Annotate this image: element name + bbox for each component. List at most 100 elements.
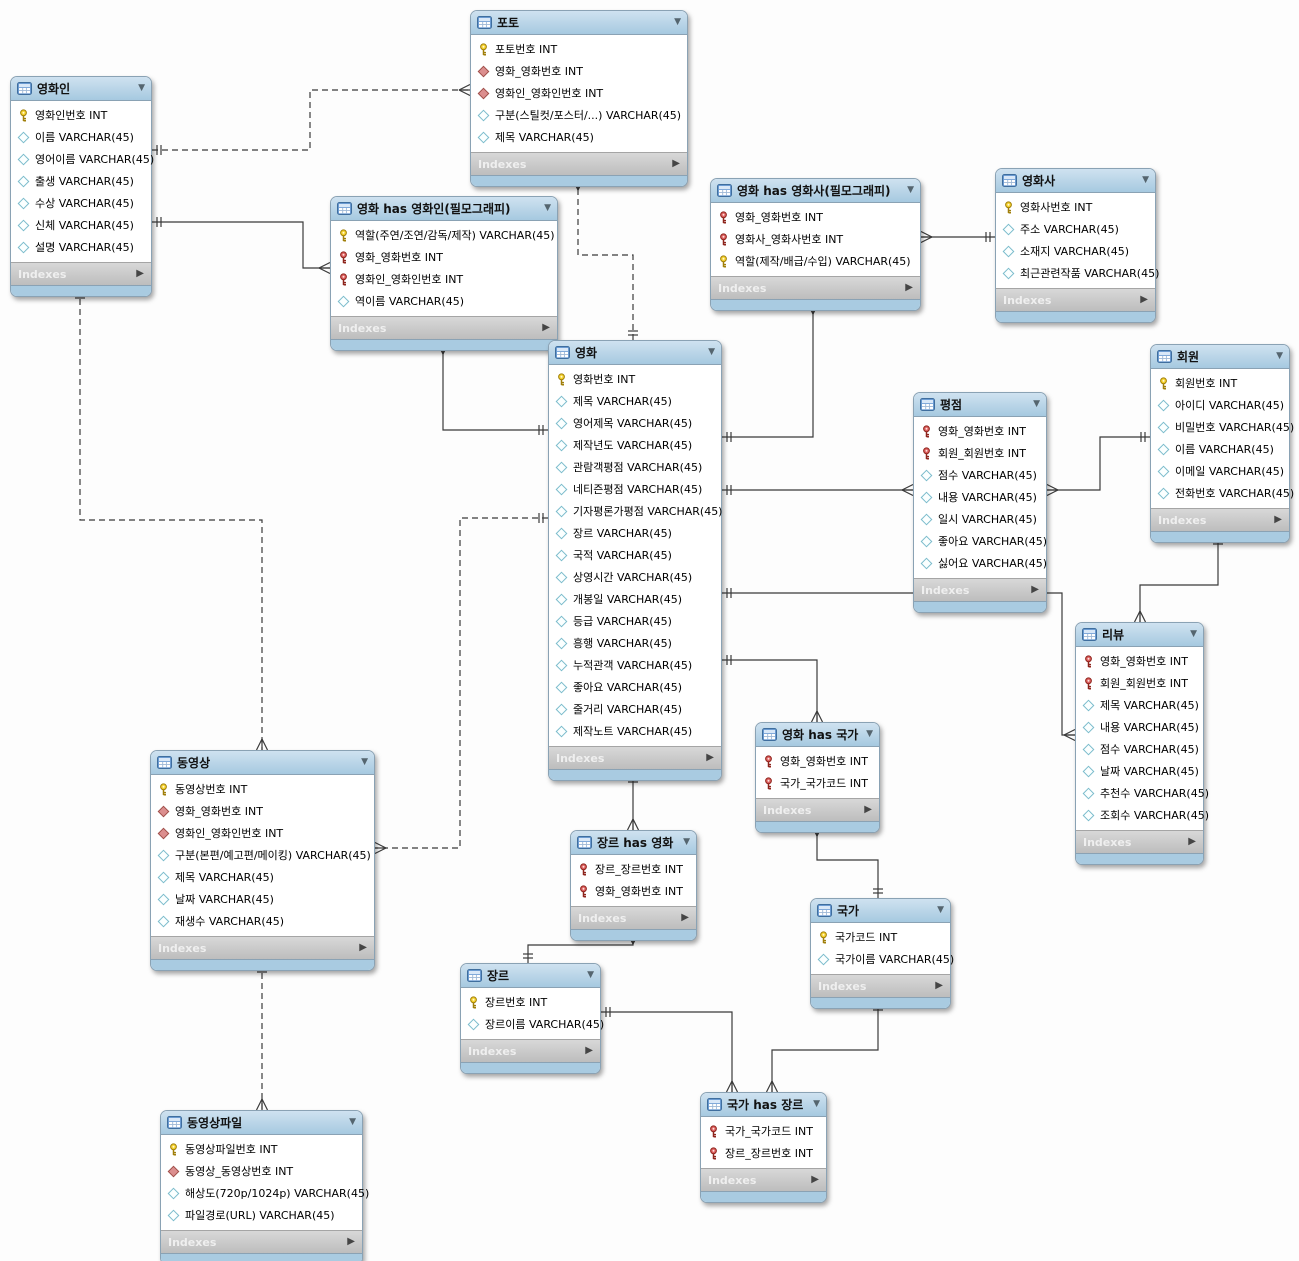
field-row[interactable]: 영화_영화번호 INT: [914, 420, 1046, 442]
indexes-row[interactable]: Indexes ▶: [914, 578, 1046, 601]
table-header[interactable]: 평점 ▼: [914, 393, 1046, 417]
table-header[interactable]: 리뷰 ▼: [1076, 623, 1203, 647]
field-row[interactable]: 등급 VARCHAR(45): [549, 610, 721, 632]
relationship-person-video[interactable]: [75, 289, 269, 751]
collapse-arrow-icon[interactable]: ▼: [1276, 351, 1283, 361]
collapse-arrow-icon[interactable]: ▼: [937, 905, 944, 915]
expand-arrow-icon[interactable]: ▶: [905, 282, 913, 293]
collapse-arrow-icon[interactable]: ▼: [138, 83, 145, 93]
expand-arrow-icon[interactable]: ▶: [681, 912, 689, 923]
field-row[interactable]: 회원_회원번호 INT: [914, 442, 1046, 464]
collapse-arrow-icon[interactable]: ▼: [813, 1099, 820, 1109]
field-row[interactable]: 국적 VARCHAR(45): [549, 544, 721, 566]
field-row[interactable]: 장르_장르번호 INT: [571, 858, 696, 880]
field-row[interactable]: 영화번호 INT: [549, 368, 721, 390]
field-row[interactable]: 영화_영화번호 INT: [1076, 650, 1203, 672]
field-row[interactable]: 영화사_영화사번호 INT: [711, 228, 920, 250]
field-row[interactable]: 이메일 VARCHAR(45): [1151, 460, 1289, 482]
collapse-arrow-icon[interactable]: ▼: [587, 970, 594, 980]
field-row[interactable]: 제작노트 VARCHAR(45): [549, 720, 721, 742]
field-row[interactable]: 이름 VARCHAR(45): [11, 126, 151, 148]
expand-arrow-icon[interactable]: ▶: [672, 158, 680, 169]
collapse-arrow-icon[interactable]: ▼: [1190, 629, 1197, 639]
field-row[interactable]: 회원_회원번호 INT: [1076, 672, 1203, 694]
field-row[interactable]: 조회수 VARCHAR(45): [1076, 804, 1209, 826]
field-row[interactable]: 파일경로(URL) VARCHAR(45): [161, 1204, 362, 1226]
field-row[interactable]: 해상도(720p/1024p) VARCHAR(45): [161, 1182, 369, 1204]
relationship-movie-genremovie[interactable]: [626, 773, 640, 831]
table-header[interactable]: 영화 has 영화사(필모그래피) ▼: [711, 179, 920, 203]
expand-arrow-icon[interactable]: ▶: [1140, 294, 1148, 305]
field-row[interactable]: 제목 VARCHAR(45): [471, 126, 687, 148]
collapse-arrow-icon[interactable]: ▼: [349, 1117, 356, 1127]
field-row[interactable]: 국가_국가코드 INT: [756, 772, 879, 794]
field-row[interactable]: 장르 VARCHAR(45): [549, 522, 721, 544]
expand-arrow-icon[interactable]: ▶: [935, 980, 943, 991]
field-row[interactable]: 설명 VARCHAR(45): [11, 236, 151, 258]
table-header[interactable]: 국가 ▼: [811, 899, 950, 923]
relationship-movie-moviecountry[interactable]: [722, 655, 824, 723]
field-row[interactable]: 동영상파일번호 INT: [161, 1138, 362, 1160]
collapse-arrow-icon[interactable]: ▼: [907, 185, 914, 195]
field-row[interactable]: 내용 VARCHAR(45): [1076, 716, 1203, 738]
field-row[interactable]: 제목 VARCHAR(45): [549, 390, 721, 412]
relationship-companyrel-movie[interactable]: [722, 302, 820, 442]
field-row[interactable]: 역이름 VARCHAR(45): [331, 290, 557, 312]
indexes-row[interactable]: Indexes ▶: [996, 288, 1155, 311]
field-row[interactable]: 이름 VARCHAR(45): [1151, 438, 1289, 460]
table-header[interactable]: 동영상 ▼: [151, 751, 374, 775]
field-row[interactable]: 역할(주연/조연/감독/제작) VARCHAR(45): [331, 224, 557, 246]
field-row[interactable]: 좋아요 VARCHAR(45): [914, 530, 1047, 552]
relationship-video-videofile[interactable]: [255, 963, 269, 1111]
indexes-row[interactable]: Indexes ▶: [1151, 508, 1289, 531]
field-row[interactable]: 영어이름 VARCHAR(45): [11, 148, 154, 170]
table-header[interactable]: 장르 ▼: [461, 964, 600, 988]
relationship-movie-video[interactable]: [374, 513, 548, 855]
relationship-moviecountry-country[interactable]: [810, 824, 884, 898]
field-row[interactable]: 회원번호 INT: [1151, 372, 1289, 394]
expand-arrow-icon[interactable]: ▶: [542, 322, 550, 333]
collapse-arrow-icon[interactable]: ▼: [866, 729, 873, 739]
field-row[interactable]: 영화_영화번호 INT: [571, 880, 696, 902]
field-row[interactable]: 동영상번호 INT: [151, 778, 374, 800]
relationship-genre-countrygenre[interactable]: [601, 1007, 739, 1093]
indexes-row[interactable]: Indexes ▶: [161, 1230, 362, 1253]
relationship-movie-rating[interactable]: [722, 483, 914, 497]
field-row[interactable]: 일시 VARCHAR(45): [914, 508, 1046, 530]
expand-arrow-icon[interactable]: ▶: [706, 752, 714, 763]
indexes-row[interactable]: Indexes ▶: [11, 262, 151, 285]
indexes-row[interactable]: Indexes ▶: [151, 936, 374, 959]
indexes-row[interactable]: Indexes ▶: [571, 906, 696, 929]
table-header[interactable]: 영화 has 영화인(필모그래피) ▼: [331, 197, 557, 221]
relationship-company-companyrel[interactable]: [920, 230, 995, 244]
indexes-row[interactable]: Indexes ▶: [471, 152, 687, 175]
field-row[interactable]: 재생수 VARCHAR(45): [151, 910, 374, 932]
expand-arrow-icon[interactable]: ▶: [359, 942, 367, 953]
field-row[interactable]: 영화_영화번호 INT: [151, 800, 374, 822]
field-row[interactable]: 주소 VARCHAR(45): [996, 218, 1155, 240]
field-row[interactable]: 아이디 VARCHAR(45): [1151, 394, 1289, 416]
table-header[interactable]: 영화 ▼: [549, 341, 721, 365]
field-row[interactable]: 출생 VARCHAR(45): [11, 170, 151, 192]
collapse-arrow-icon[interactable]: ▼: [708, 347, 715, 357]
field-row[interactable]: 영화사번호 INT: [996, 196, 1155, 218]
relationship-movie-review[interactable]: [722, 588, 1076, 742]
field-row[interactable]: 수상 VARCHAR(45): [11, 192, 151, 214]
field-row[interactable]: 흥행 VARCHAR(45): [549, 632, 721, 654]
field-row[interactable]: 점수 VARCHAR(45): [1076, 738, 1203, 760]
field-row[interactable]: 줄거리 VARCHAR(45): [549, 698, 721, 720]
indexes-row[interactable]: Indexes ▶: [711, 276, 920, 299]
table-header[interactable]: 영화 has 국가 ▼: [756, 723, 879, 747]
expand-arrow-icon[interactable]: ▶: [347, 1236, 355, 1247]
field-row[interactable]: 날짜 VARCHAR(45): [1076, 760, 1203, 782]
field-row[interactable]: 최근관련작품 VARCHAR(45): [996, 262, 1159, 284]
expand-arrow-icon[interactable]: ▶: [136, 268, 144, 279]
expand-arrow-icon[interactable]: ▶: [585, 1045, 593, 1056]
